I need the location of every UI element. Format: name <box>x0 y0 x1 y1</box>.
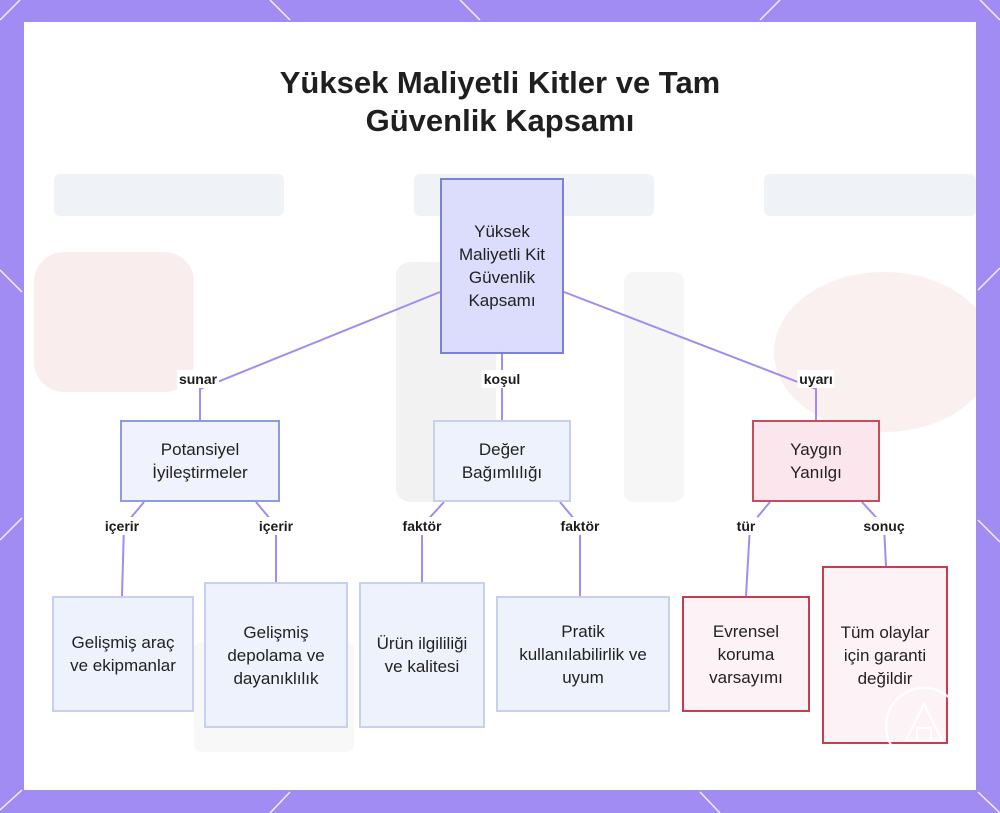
edge-improvements-storage <box>255 501 277 582</box>
value-node-label: Değer Bağımlılığı <box>461 440 543 482</box>
not-guaranteed-node-label: Tüm olaylar için garanti değildir <box>840 622 930 688</box>
value-node: Değer Bağımlılığı <box>433 420 571 502</box>
edge-label-type: tür <box>734 517 758 535</box>
diagram-card: Yüksek Maliyetli Kitler ve Tam Güvenlik … <box>24 22 976 790</box>
universal-node: Evrensel koruma varsayımı <box>682 596 810 712</box>
edge-label-factor-2: faktör <box>558 517 602 535</box>
relevance-node-label: Ürün ilgililiği ve kalitesi <box>376 634 468 676</box>
edge-value-relevance <box>421 501 445 582</box>
edge-label-result: sonuç <box>861 517 907 535</box>
edge-root-improvements <box>199 291 441 420</box>
tools-node: Gelişmiş araç ve ekipmanlar <box>52 596 194 712</box>
edge-label-offers: sunar <box>176 370 220 388</box>
edge-label-includes-1: içerir <box>102 517 142 535</box>
edge-label-condition: koşul <box>481 370 523 388</box>
edge-label-warning: uyarı <box>797 370 835 388</box>
edge-label-factor-1: faktör <box>400 517 444 535</box>
watermark-logo-icon <box>884 686 964 766</box>
universal-node-label: Evrensel koruma varsayımı <box>709 621 783 687</box>
title-line-2: Güvenlik Kapsamı <box>365 103 635 138</box>
title-line-1: Yüksek Maliyetli Kitler ve Tam <box>279 65 721 100</box>
improvements-node: Potansiyel İyileştirmeler <box>120 420 280 502</box>
improvements-node-label: Potansiyel İyileştirmeler <box>152 440 248 482</box>
root-node: Yüksek Maliyetli Kit Güvenlik Kapsamı <box>440 178 564 354</box>
tools-node-label: Gelişmiş araç ve ekipmanlar <box>70 633 176 675</box>
edge-root-misconception <box>563 291 817 420</box>
misconception-node-label: Yaygın Yanılgı <box>790 440 842 482</box>
edge-label-includes-2: içerir <box>256 517 296 535</box>
usability-node-label: Pratik kullanılabilirlik ve uyum <box>519 621 647 687</box>
storage-node: Gelişmiş depolama ve dayanıklılık <box>204 582 348 728</box>
not-guaranteed-node: Tüm olaylar için garanti değildir <box>822 566 948 744</box>
relevance-node: Ürün ilgililiği ve kalitesi <box>359 582 485 728</box>
root-node-label: Yüksek Maliyetli Kit Güvenlik Kapsamı <box>459 222 545 310</box>
usability-node: Pratik kullanılabilirlik ve uyum <box>496 596 670 712</box>
page-title: Yüksek Maliyetli Kitler ve Tam Güvenlik … <box>24 64 976 140</box>
storage-node-label: Gelişmiş depolama ve dayanıklılık <box>227 622 325 688</box>
misconception-node: Yaygın Yanılgı <box>752 420 880 502</box>
